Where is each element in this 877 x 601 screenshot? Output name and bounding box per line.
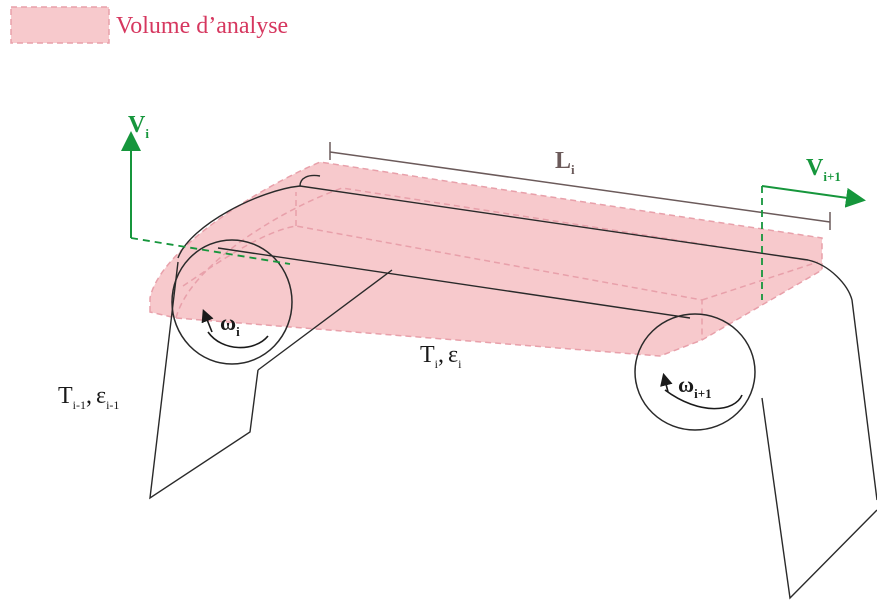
velocity-in-label: Vi [128, 112, 149, 141]
web-outline [149, 174, 877, 600]
span-length-dimension [329, 142, 831, 230]
tension-span-label: Ti,εi [420, 342, 462, 371]
velocity-out-arrow [761, 185, 866, 300]
legend-label: Volume d’analyse [116, 13, 288, 39]
span-length-label: Li [555, 148, 575, 177]
omega-right-label: ωi+1 [678, 372, 712, 401]
left-roller [171, 239, 293, 365]
velocity-out-label: Vi+1 [806, 155, 841, 184]
tension-prev-label: Ti-1,εi-1 [58, 383, 119, 412]
analysis-volume [149, 161, 823, 357]
legend-swatch [10, 6, 110, 44]
velocity-in-arrow [121, 131, 291, 265]
omega-left-label: ωi [220, 310, 240, 339]
right-roller [634, 313, 756, 431]
